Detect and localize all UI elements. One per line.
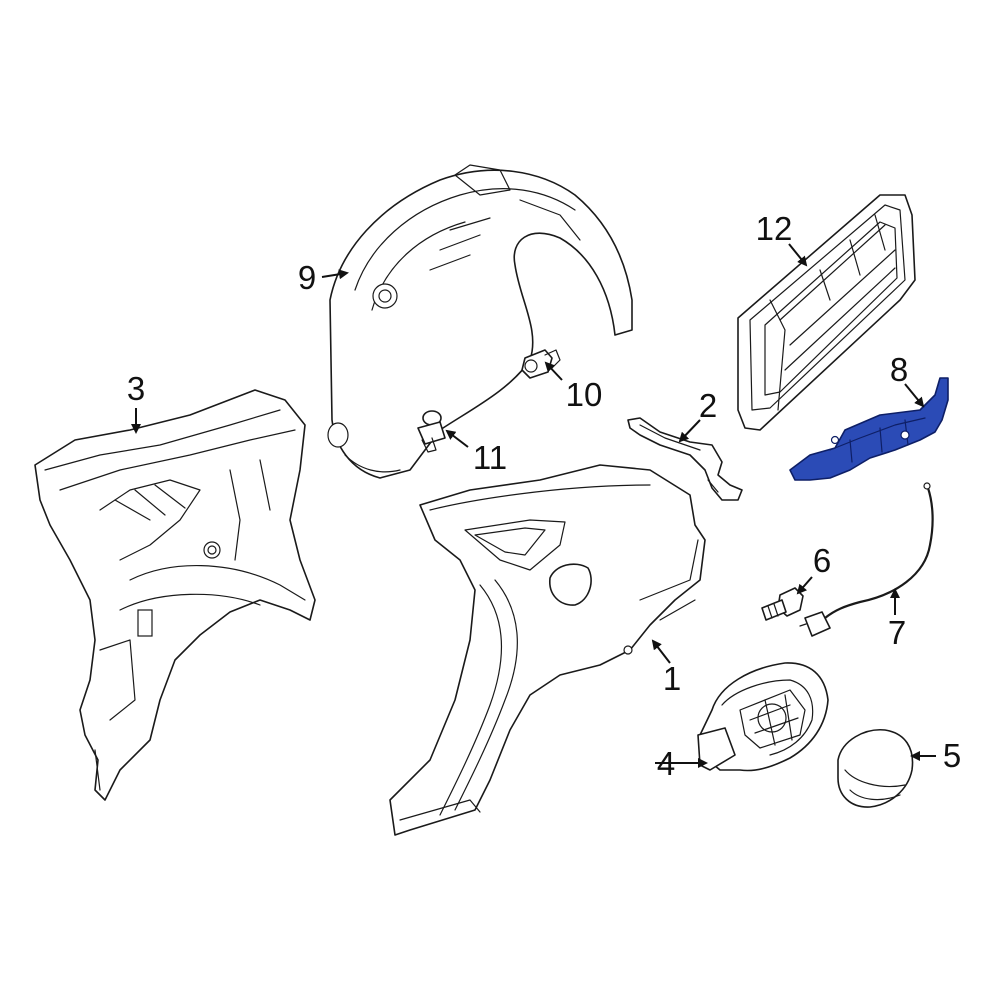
part-6-bolt[interactable] [761, 587, 804, 621]
leader-1 [651, 639, 671, 664]
part-4-fuel-filler-housing[interactable] [697, 662, 829, 772]
leader-8 [904, 383, 925, 408]
callout-7: 7 [888, 614, 906, 651]
callout-9: 9 [298, 259, 316, 296]
callout-4: 4 [657, 745, 675, 782]
part-5-fuel-door[interactable] [837, 729, 914, 808]
part-7-release-cable[interactable] [799, 482, 934, 637]
callout-3: 3 [127, 370, 145, 407]
callout-11: 11 [473, 439, 507, 476]
part-3-inner-quarter-panel[interactable] [34, 389, 316, 801]
leader-6 [796, 576, 813, 595]
callout-10: 10 [566, 376, 603, 413]
leader-11 [445, 429, 469, 448]
callout-6: 6 [813, 542, 831, 579]
leader-12 [788, 243, 808, 267]
callout-2: 2 [699, 387, 717, 424]
leader-2 [678, 419, 701, 443]
part-12-storage-tray[interactable] [737, 194, 916, 431]
part-1-quarter-panel[interactable] [389, 464, 706, 836]
leader-9 [321, 269, 349, 280]
part-9-wheel-housing-liner[interactable] [327, 164, 633, 479]
callout-12: 12 [756, 210, 793, 247]
callout-8: 8 [890, 351, 908, 388]
callout-1: 1 [663, 660, 681, 697]
leader-10 [544, 361, 563, 381]
part-11-push-rivet[interactable] [417, 410, 446, 453]
part-8-highlighted-bracket[interactable] [789, 377, 949, 481]
leader-lines [131, 243, 936, 768]
callout-5: 5 [943, 737, 961, 774]
callout-labels: 1 2 3 4 5 6 7 8 9 10 11 12 [127, 210, 961, 782]
